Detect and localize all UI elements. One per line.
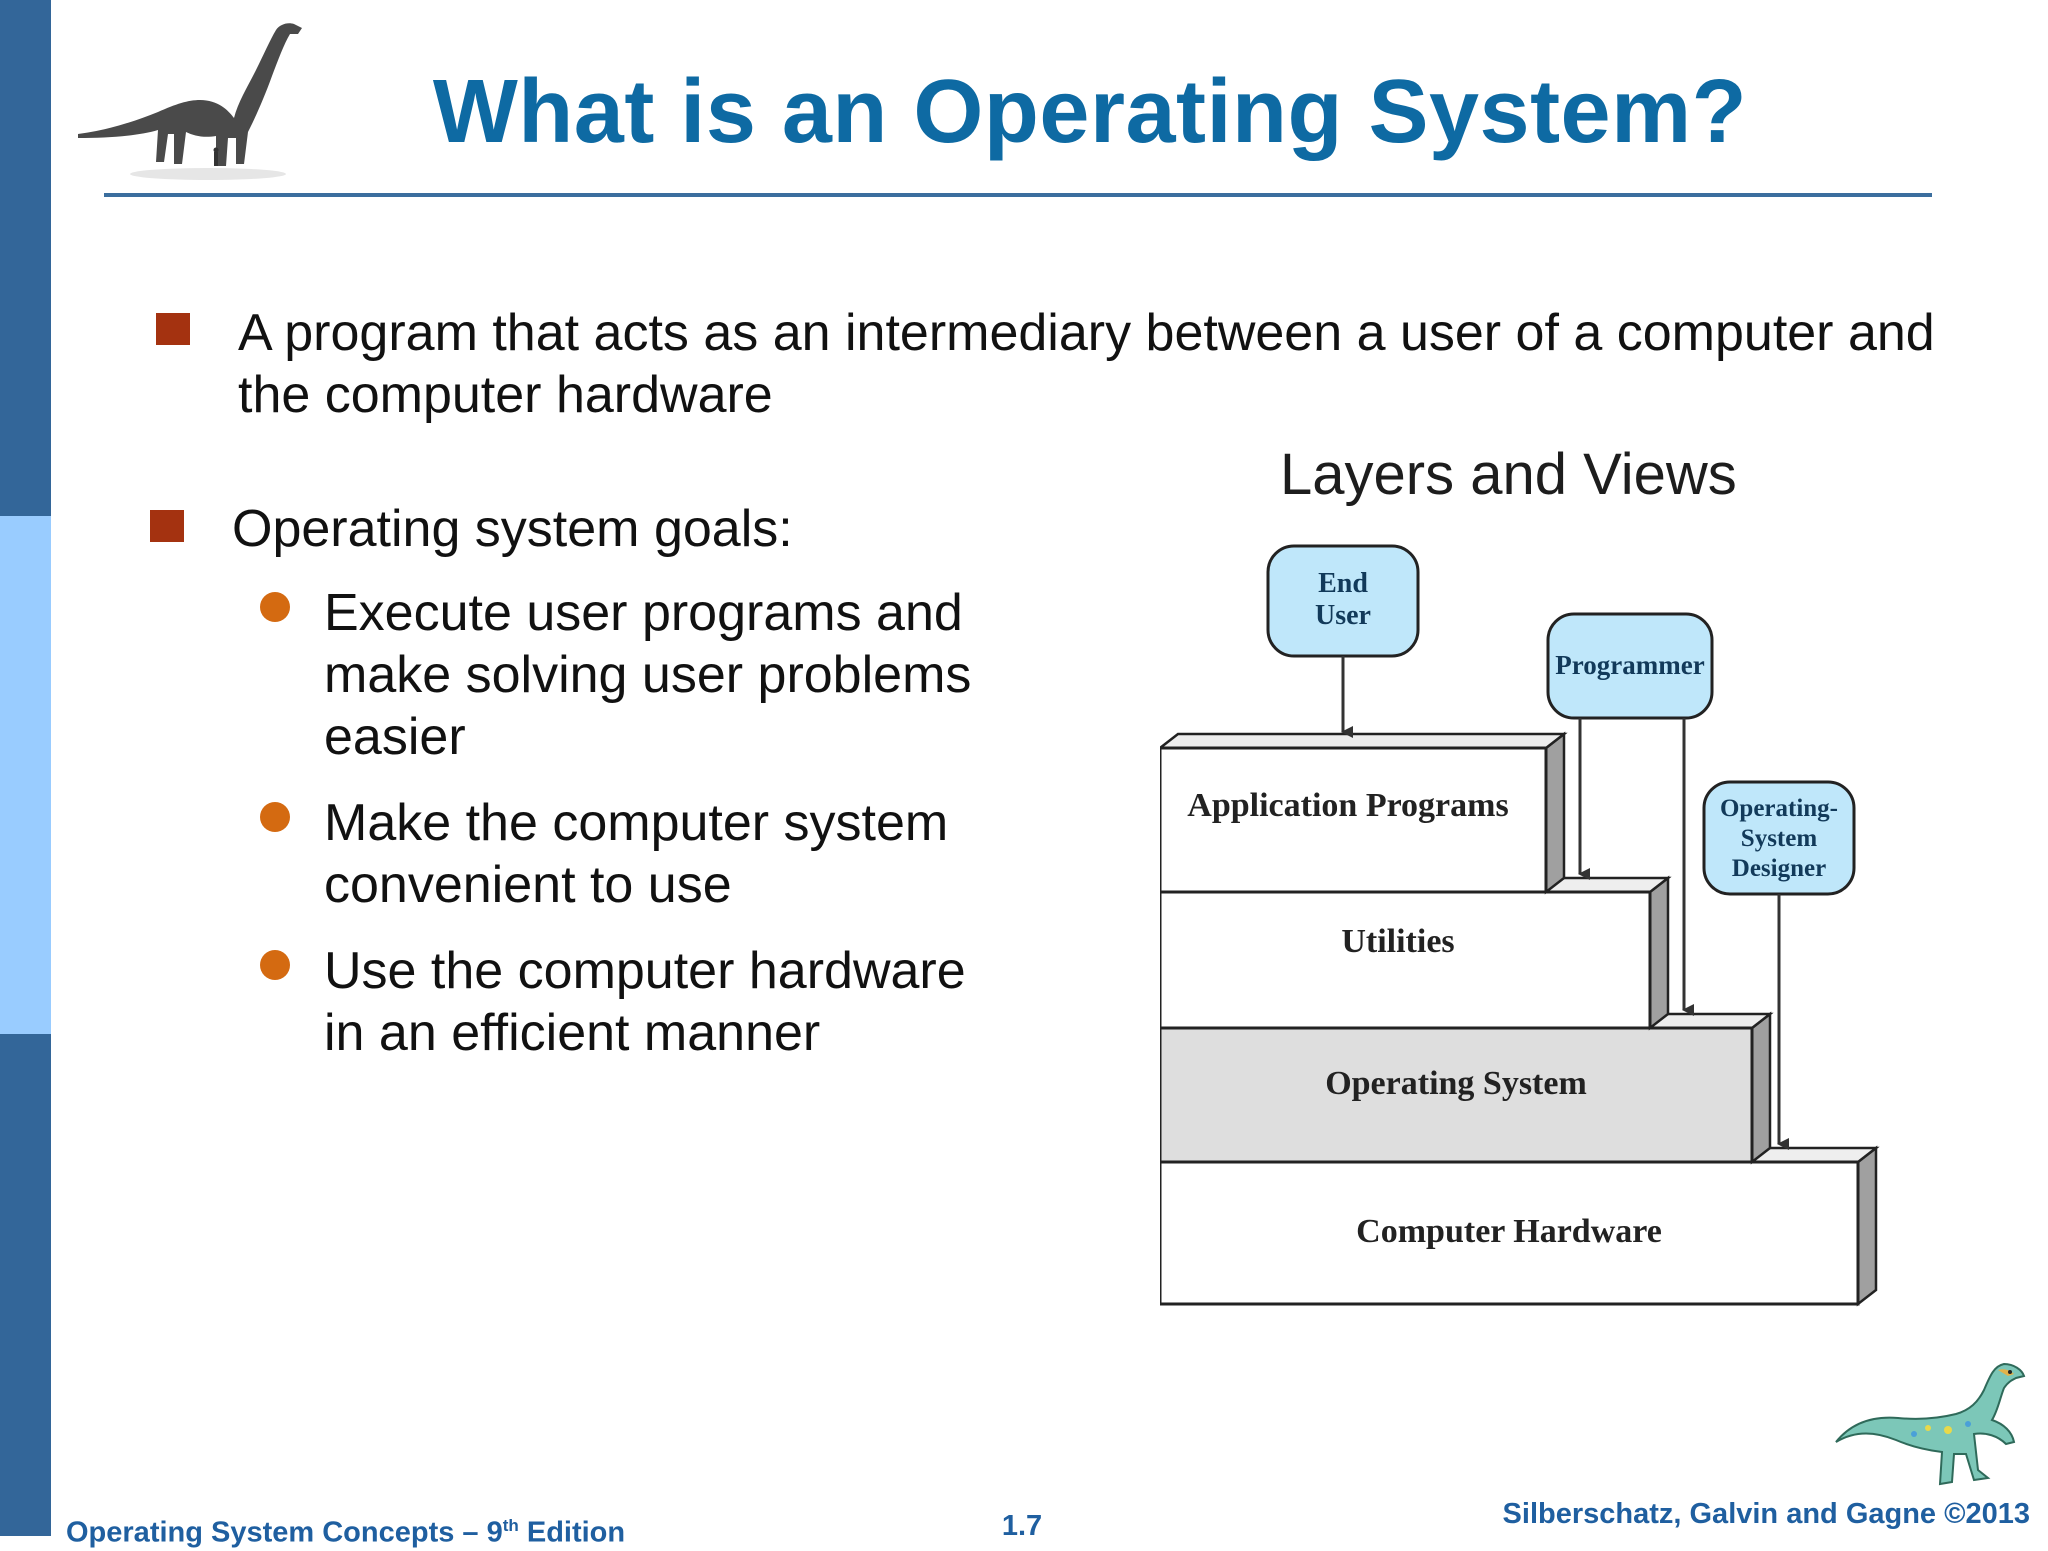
sidebar-segment-bottom [0,1034,51,1536]
sidebar-segment-top [0,0,51,516]
sub-bullet-efficient-line-1: Use the computer hardware [324,942,966,1000]
layer-operating-system: Operating System [1156,1011,1774,1165]
footer-page-number: 1.7 [1001,1510,1043,1542]
layers-diagram: Computer Hardware Operating System Utili… [1156,430,1900,1310]
sub-bullet-efficient-line-2: in an efficient manner [324,1004,821,1062]
sidebar [0,0,51,1536]
sub-bullet-execute-line-3: easier [324,708,466,766]
sub-bullet-execute-line-1: Execute user programs and [324,584,963,642]
sub-bullet-execute-line-2: make solving user problems [324,646,972,704]
sub-bullet-efficient: Use the computer hardware in an efficien… [324,940,966,1064]
footer-left-suffix: Edition [518,1516,626,1549]
sub-bullet-convenient: Make the computer system convenient to u… [324,792,948,916]
bullet-goals: Operating system goals: [232,500,793,558]
sub-bullet-execute: Execute user programs and make solving u… [324,582,971,768]
title-underline [104,193,1932,197]
bullet-definition: A program that acts as an intermediary b… [238,302,1935,426]
round-bullet-icon [260,802,290,832]
actor-end-user-line-2: User [1315,600,1371,631]
layer-application-programs: Application Programs [1156,731,1568,895]
footer-left-superscript: th [502,1516,519,1535]
layer-utilities: Utilities [1156,875,1672,1031]
diagram-heading: Layers and Views [1280,442,1737,507]
layer-label-computer-hardware: Computer Hardware [1356,1213,1662,1250]
layer-label-utilities: Utilities [1341,923,1454,960]
layer-label-application-programs: Application Programs [1187,787,1508,824]
round-bullet-icon [260,950,290,980]
actor-os-designer-line-2: System [1741,825,1818,852]
sub-bullet-convenient-line-2: convenient to use [324,856,732,914]
slide-title: What is an Operating System? [432,62,1748,162]
actor-os-designer: Operating- System Designer [1702,780,1856,896]
actor-end-user-line-1: End [1318,568,1368,599]
sub-bullet-convenient-line-1: Make the computer system [324,794,949,852]
footer-course-title: Operating System Concepts – 9th Edition [66,1508,625,1551]
actor-programmer: Programmer [1546,612,1714,720]
layer-label-operating-system: Operating System [1325,1065,1587,1102]
bullet-definition-line-1: A program that acts as an intermediary b… [238,304,1935,362]
bullet-definition-line-2: the computer hardware [238,366,773,424]
dinosaur-logo-icon [1828,1358,2030,1498]
footer-left-prefix: Operating System Concepts – 9 [66,1516,503,1549]
actor-os-designer-line-1: Operating- [1720,795,1838,822]
square-bullet-icon [156,313,190,345]
actor-programmer-label: Programmer [1555,650,1704,680]
brachiosaurus-logo-icon [78,14,318,184]
layer-computer-hardware: Computer Hardware [1156,1145,1880,1307]
actor-os-designer-line-3: Designer [1732,855,1826,882]
sidebar-segment-middle [0,516,51,1034]
actor-end-user: End User [1266,544,1420,658]
square-bullet-icon [150,510,184,542]
footer-copyright: Silberschatz, Galvin and Gagne ©2013 [1502,1498,2030,1530]
round-bullet-icon [260,592,290,622]
